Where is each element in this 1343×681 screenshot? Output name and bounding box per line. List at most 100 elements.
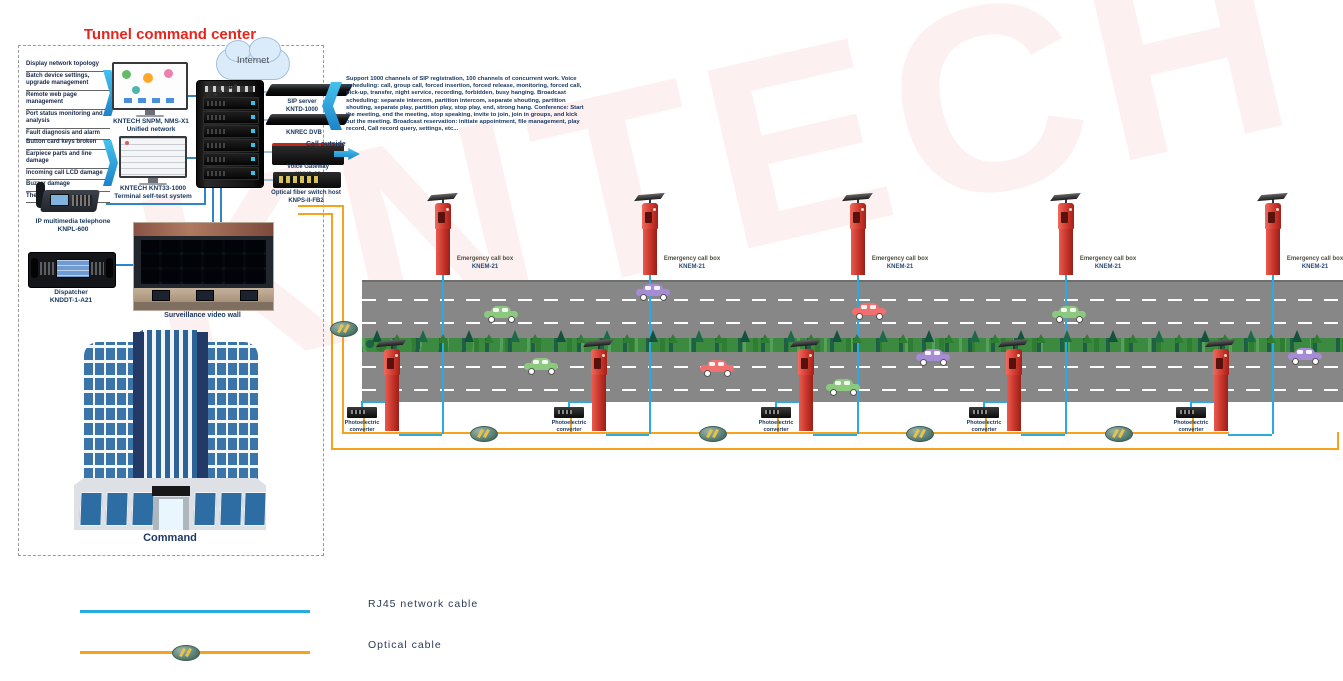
emergency-callbox — [790, 338, 821, 434]
optical-cable — [363, 418, 365, 434]
tree-icon — [714, 334, 724, 343]
wh-part — [1312, 358, 1319, 365]
legend-label: RJ45 network cable — [368, 598, 479, 610]
tree-icon — [740, 330, 750, 342]
emergency-callbox — [1050, 192, 1081, 278]
rj45-link-cable — [399, 434, 442, 436]
optical-coupler-icon — [906, 426, 934, 442]
topology-node-icon — [164, 69, 173, 78]
nms-monitor — [112, 62, 188, 117]
win-part — [1306, 350, 1312, 354]
tree-icon — [1062, 330, 1072, 342]
podium-window — [219, 492, 243, 526]
device-icon — [138, 98, 146, 103]
bdy-part — [524, 363, 558, 370]
tree-icon — [832, 330, 842, 342]
optical-cable — [298, 213, 333, 215]
video-wall-label: Surveillance video wall — [164, 312, 241, 319]
tree-icon — [786, 330, 796, 342]
bdy-part — [484, 311, 518, 318]
rj45-cable — [983, 401, 985, 408]
rack-server-unit — [203, 97, 259, 110]
arrow-left-icon — [322, 82, 342, 130]
cc-cable — [188, 95, 197, 97]
rack-vent — [205, 86, 255, 92]
rj45-cable-swatch — [80, 603, 310, 613]
wh-part — [940, 359, 947, 366]
tree-icon — [668, 334, 678, 343]
win-part — [718, 362, 724, 366]
lane-marking — [362, 299, 1343, 301]
nms-label-line2: Unified network — [126, 126, 176, 134]
selftest-label-line2: Terminal self-test system — [114, 193, 192, 201]
building-pillar — [133, 332, 144, 480]
command-center-box — [18, 45, 324, 556]
tree-icon — [622, 334, 632, 343]
tree-icon — [1036, 334, 1046, 343]
wh-part — [548, 368, 555, 375]
win-part — [835, 381, 841, 385]
win-part — [934, 351, 940, 355]
win-part — [844, 381, 850, 385]
arrow-right-icon — [103, 140, 118, 186]
feature-item: Fault diagnosis and alarm — [26, 129, 110, 140]
wh-part — [1076, 316, 1083, 323]
cc-cable — [186, 157, 197, 159]
ip-phone-label: IP multimedia telephone KNPL-600 — [18, 218, 128, 235]
tree-icon — [602, 330, 612, 342]
dispatcher-screen — [56, 259, 90, 278]
roof-part — [531, 358, 551, 367]
videowall-wall — [134, 236, 273, 288]
tree-icon — [1312, 334, 1322, 343]
win-part — [861, 305, 867, 309]
device-name: Dispatcher — [54, 289, 88, 296]
podium-window — [79, 492, 103, 526]
phone-keypad — [72, 195, 92, 206]
wh-part — [1292, 358, 1299, 365]
optical-cable — [342, 205, 344, 434]
system-features-paragraph: Support 1000 channels of SIP registratio… — [346, 76, 584, 133]
roof-part — [1059, 306, 1079, 315]
selftest-screen — [119, 136, 187, 178]
wh-part — [724, 370, 731, 377]
dispatcher-keypad — [87, 262, 104, 275]
handset-icon — [106, 258, 113, 278]
building-pillar — [197, 332, 208, 480]
rack-server-unit — [203, 139, 259, 152]
cc-cable — [106, 203, 205, 205]
optical-cable — [985, 418, 987, 434]
tree-icon — [1128, 334, 1138, 343]
win-part — [1061, 308, 1067, 312]
tree-icon — [1200, 330, 1210, 342]
desk-monitor-icon — [152, 290, 170, 301]
car-icon — [916, 349, 950, 366]
emergency-callbox — [1205, 338, 1236, 434]
tree-icon — [990, 334, 1000, 343]
win-part — [709, 362, 715, 366]
desk-monitor-icon — [196, 290, 214, 301]
entrance-sign — [152, 486, 190, 496]
device-model: KNTD-1000 — [285, 106, 318, 113]
rj45-link-cable — [813, 434, 857, 436]
roof-part — [643, 284, 663, 293]
emergency-callbox — [998, 338, 1029, 434]
lane-marking — [362, 322, 1343, 324]
roof-part — [1295, 348, 1315, 357]
tree-icon — [1016, 330, 1026, 342]
car-icon — [636, 284, 670, 301]
wh-part — [1056, 316, 1063, 323]
dotted-link-dot — [214, 93, 217, 96]
device-name: Optical fiber switch host — [271, 190, 341, 196]
emergency-callbox — [376, 338, 407, 434]
feature-item: Port status monitoring and analysis — [26, 110, 110, 129]
switch-ports — [279, 176, 319, 183]
device-icon — [124, 98, 132, 103]
emergency-callbox — [427, 192, 458, 278]
diagram-title: Tunnel command center — [83, 26, 257, 43]
rj45-cable — [568, 401, 592, 403]
tree-icon — [372, 330, 382, 342]
tree-icon — [392, 334, 402, 343]
